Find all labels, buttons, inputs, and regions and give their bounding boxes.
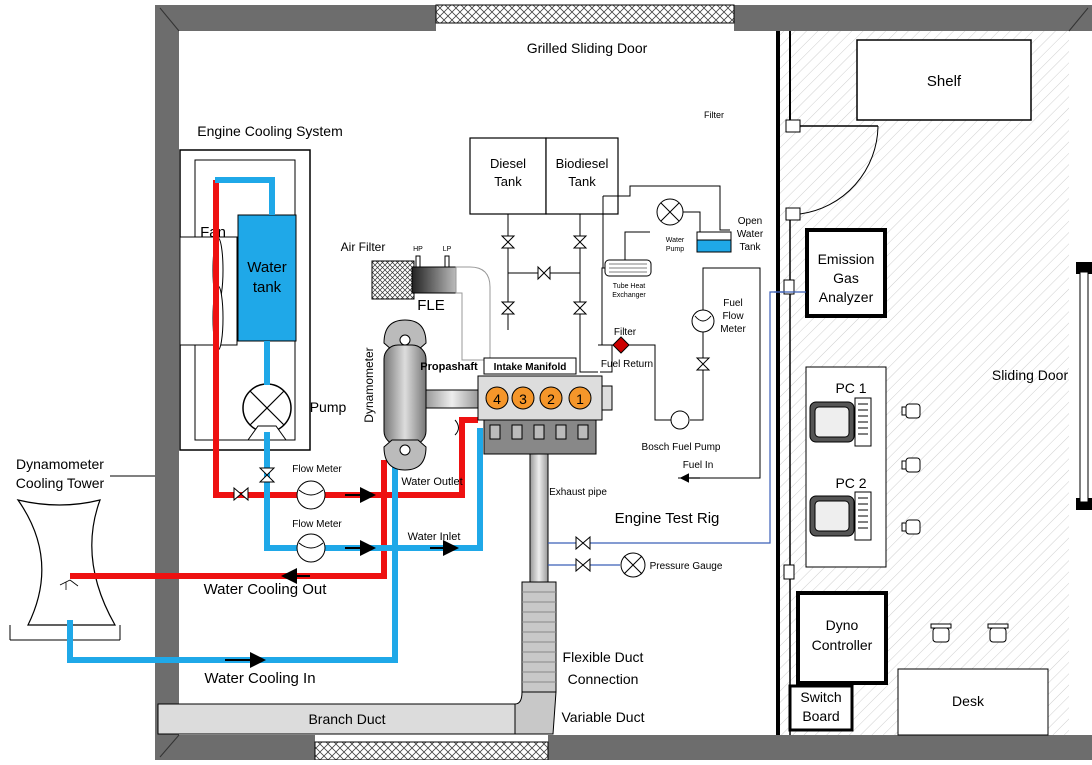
dyno-controller-label-1: Dyno <box>826 617 859 633</box>
dynamometer-label: Dynamometer <box>362 347 376 422</box>
open-water-tank-label-1: Open <box>738 216 762 227</box>
cooling-tower-label-2: Cooling Tower <box>16 475 105 491</box>
sampling-lines <box>548 291 784 573</box>
bosch-fuel-pump-label: Bosch Fuel Pump <box>642 442 721 453</box>
propashaft <box>425 389 479 409</box>
cylinder-1-label: 1 <box>576 391 584 407</box>
filter-top-label: Filter <box>704 110 724 120</box>
heat-exchanger-label-1: Tube Heat <box>613 283 645 290</box>
biodiesel-tank <box>545 137 619 215</box>
air-filter-label: Air Filter <box>341 240 386 254</box>
water-tank <box>237 214 297 342</box>
shelf-label: Shelf <box>927 73 962 90</box>
fuel-flow-meter-icon <box>691 309 715 333</box>
switch-board-label-2: Board <box>802 708 839 724</box>
water-pump-icon <box>656 198 684 226</box>
hp-label: HP <box>413 246 423 253</box>
water-inlet-label: Water Inlet <box>408 531 461 543</box>
desk-label: Desk <box>952 693 985 709</box>
engine-cooling-system-label: Engine Cooling System <box>197 123 343 139</box>
intake-manifold-label: Intake Manifold <box>494 362 567 373</box>
flexible-duct <box>521 581 557 693</box>
fuel-in-label: Fuel In <box>683 460 714 471</box>
flexible-duct-label-2: Connection <box>568 671 639 687</box>
diesel-tank-label-2: Tank <box>494 174 522 189</box>
fuel-flow-meter-label-3: Meter <box>720 324 746 335</box>
flexible-duct-label-1: Flexible Duct <box>563 649 644 665</box>
emission-label-2: Gas <box>833 270 859 286</box>
lp-label: LP <box>443 246 452 253</box>
flow-meter-1-label: Flow Meter <box>292 464 342 475</box>
diesel-tank-label-1: Diesel <box>490 156 526 171</box>
fuel-flow-meter-label-1: Fuel <box>723 298 742 309</box>
exhaust-pipe <box>529 453 549 583</box>
pump-label: Pump <box>310 399 347 415</box>
flow-meter-2-label: Flow Meter <box>292 519 342 530</box>
valve-icon <box>233 467 276 502</box>
cooling-tower-label-1: Dynamometer <box>16 456 104 472</box>
cylinder-4-label: 4 <box>493 391 501 407</box>
switch-board-label-1: Switch <box>800 689 841 705</box>
sliding-door-label: Sliding Door <box>992 367 1069 383</box>
intake-manifold <box>483 357 577 375</box>
water-cooling-out-label: Water Cooling Out <box>204 581 328 598</box>
air-filter <box>371 260 415 300</box>
exhaust-pipe-label: Exhaust pipe <box>549 487 607 498</box>
branch-duct-label: Branch Duct <box>308 711 385 727</box>
water-tank-label-1: Water <box>247 259 286 276</box>
pc-desk <box>805 366 887 568</box>
fle-flow-element <box>411 266 457 294</box>
cylinder-2-label: 2 <box>547 391 555 407</box>
engine-test-rig-label: Engine Test Rig <box>615 510 720 527</box>
pressure-gauge-label: Pressure Gauge <box>650 561 723 572</box>
fuel-flow-meter-label-2: Flow <box>722 311 744 322</box>
pc2-monitor-icon <box>809 491 872 541</box>
bosch-fuel-pump-icon <box>670 410 690 430</box>
variable-duct-label: Variable Duct <box>561 709 644 725</box>
water-cooling-in-label: Water Cooling In <box>204 670 315 687</box>
rotation-arrow <box>454 419 459 436</box>
pc1-monitor-icon <box>809 397 872 447</box>
grilled-sliding-door-label: Grilled Sliding Door <box>527 40 648 56</box>
cooling-tower <box>9 499 121 641</box>
grilled-sliding-door <box>435 4 735 24</box>
open-water-tank-label-3: Tank <box>739 242 761 253</box>
biodiesel-tank-label-1: Biodiesel <box>556 156 609 171</box>
water-tank-label-2: tank <box>253 279 282 296</box>
propashaft-label: Propashaft <box>420 361 478 373</box>
emission-label-1: Emission <box>818 251 875 267</box>
cylinders <box>485 386 592 410</box>
cylinder-3-label: 3 <box>519 391 527 407</box>
dyno-controller <box>796 591 888 685</box>
flow-meter-icon <box>296 480 326 563</box>
desk <box>897 668 1049 736</box>
biodiesel-tank-label-2: Tank <box>568 174 596 189</box>
fle-label: FLE <box>417 297 445 314</box>
dynamometer <box>383 319 427 471</box>
tube-heat-exchanger <box>604 259 652 277</box>
water-pump-label-1: Water <box>666 237 685 244</box>
heat-exchanger-label-2: Exchanger <box>612 292 646 299</box>
fuel-valve-icon <box>500 235 711 371</box>
chair-icon <box>901 403 1009 643</box>
water-pump-label-2: Pump <box>666 246 684 253</box>
dyno-controller-label-2: Controller <box>812 637 873 653</box>
water-outlet-label: Water Outlet <box>401 476 462 488</box>
branch-duct <box>157 703 554 735</box>
switch-board <box>788 684 854 732</box>
emission-label-3: Analyzer <box>819 289 874 305</box>
fuel-filter-label: Filter <box>614 327 637 338</box>
fuel-return-label: Fuel Return <box>601 359 653 370</box>
shelf <box>856 39 1032 121</box>
pc1-label: PC 1 <box>835 380 866 396</box>
fuel-filter-icon <box>612 336 630 354</box>
emission-gas-analyzer <box>805 228 887 318</box>
open-water-tank-label-2: Water <box>737 229 764 240</box>
pressure-gauge-icon <box>620 552 646 578</box>
pc2-label: PC 2 <box>835 475 866 491</box>
bottom-grille <box>314 741 549 761</box>
